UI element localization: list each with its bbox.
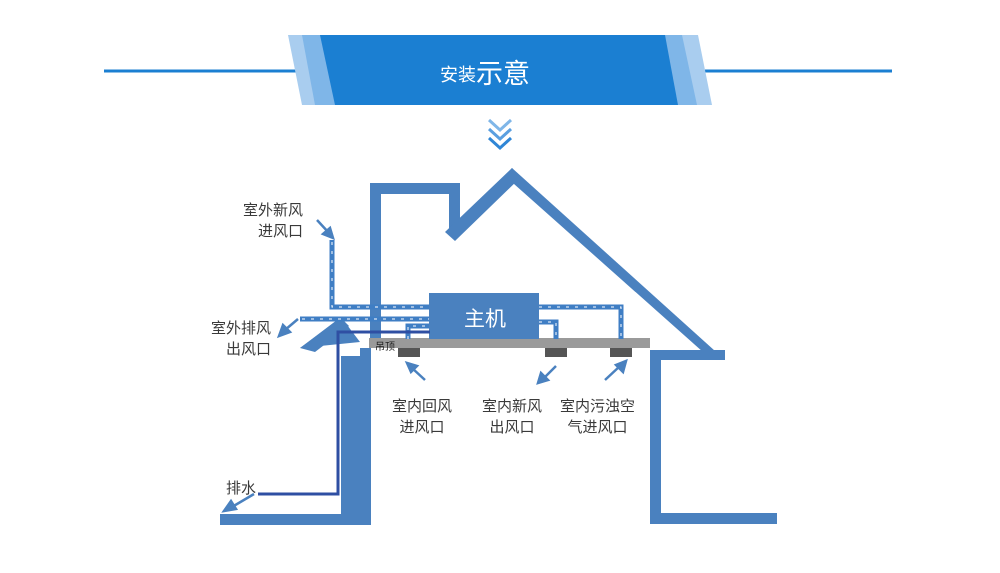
label-outdoor-fresh-in: 室外新风 进风口 — [228, 200, 303, 242]
label-line: 室外新风 — [242, 201, 303, 219]
label-line: 进风口 — [257, 222, 303, 240]
label-line: 室内回风 — [391, 397, 452, 415]
house-outline — [220, 168, 777, 525]
main-unit-label: 主机 — [464, 307, 506, 331]
label-line: 室内新风 — [481, 397, 542, 415]
label-indoor-dirty-in: 室内污浊空 气进风口 — [550, 396, 645, 438]
label-line: 出风口 — [489, 418, 535, 436]
vent-fresh-out — [545, 348, 567, 357]
label-indoor-fresh-out: 室内新风 出风口 — [472, 396, 552, 438]
ceiling-label: 吊顶 — [375, 342, 395, 353]
drain-pipe — [258, 330, 430, 496]
banner-title-small: 安装 — [440, 65, 476, 86]
duct-inner — [302, 242, 622, 339]
arrow-icon — [221, 219, 628, 513]
ceiling-board — [369, 338, 650, 348]
label-outdoor-exhaust-out: 室外排风 出风口 — [196, 318, 271, 360]
label-indoor-return-in: 室内回风 进风口 — [382, 396, 462, 438]
label-line: 进风口 — [399, 418, 445, 436]
vent-dirty-in — [610, 348, 632, 357]
main-unit — [429, 293, 539, 339]
label-drain: 排水 — [226, 479, 257, 497]
label-line: 室内污浊空 — [559, 397, 635, 415]
vent-return — [398, 348, 420, 357]
label-line: 室外排风 — [210, 319, 271, 337]
down-chevron-icon — [487, 118, 513, 151]
banner-title: 安装示意 — [440, 52, 570, 91]
banner-title-large: 示意 — [476, 59, 530, 90]
banner-shape — [288, 35, 712, 105]
label-line: 气进风口 — [567, 418, 628, 436]
label-line: 出风口 — [225, 340, 271, 358]
